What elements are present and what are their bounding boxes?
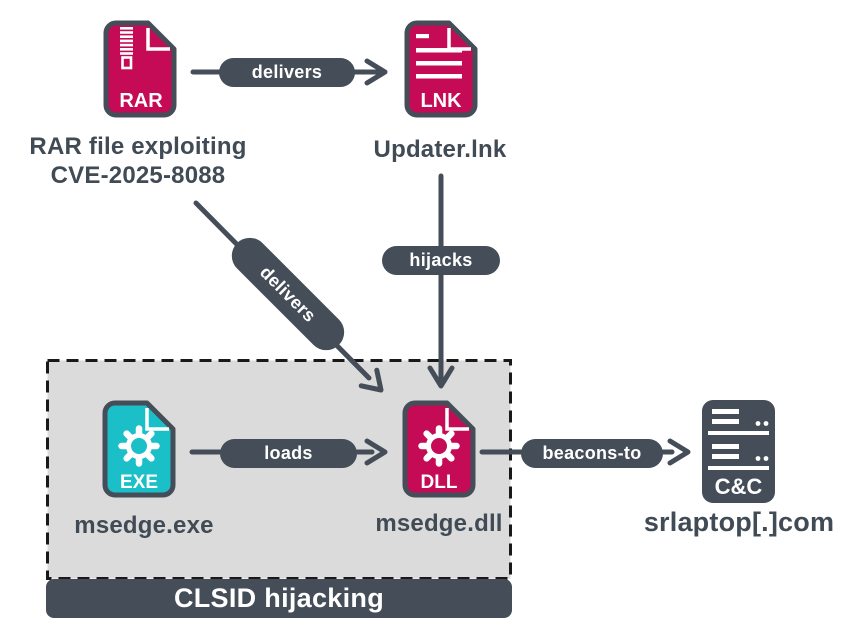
- lnk-badge-text: LNK: [420, 90, 462, 112]
- edge-pill-delivers-top: delivers: [219, 57, 355, 87]
- dll-label: msedge.dll: [375, 510, 503, 537]
- rar-label: RAR file exploiting CVE-2025-8088: [18, 132, 258, 190]
- edge-label: delivers: [256, 261, 321, 326]
- edge-label: delivers: [251, 61, 323, 82]
- file-shape: [404, 20, 478, 118]
- edge-label: hijacks: [409, 249, 473, 270]
- cnc-label: srlaptop[.]com: [643, 507, 835, 537]
- dll-badge-text: DLL: [421, 472, 458, 493]
- exe-file-icon: EXE: [102, 400, 176, 498]
- lnk-file-icon: LNK: [404, 20, 478, 118]
- arrow-lnk-to-dll: [427, 173, 455, 389]
- cnc-server-icon: C&C: [702, 400, 775, 503]
- edge-pill-loads: loads: [220, 438, 357, 468]
- clsid-hijacking-label-bar: CLSID hijacking: [46, 579, 512, 618]
- cnc-badge-text: C&C: [715, 474, 763, 499]
- lnk-label: Updater.lnk: [373, 136, 507, 163]
- edge-pill-delivers-diagonal: delivers: [224, 230, 352, 358]
- rar-file-icon: RAR: [103, 20, 177, 118]
- folded-corner-icon: [146, 28, 170, 51]
- rar-label-line2: CVE-2025-8088: [50, 162, 226, 189]
- document-lines-icon: [416, 34, 462, 79]
- exe-badge-text: EXE: [120, 472, 158, 493]
- exe-label: msedge.exe: [74, 512, 214, 539]
- rar-badge-text: RAR: [119, 90, 163, 112]
- dll-file-icon: DLL: [402, 400, 476, 498]
- zipper-icon: [120, 27, 133, 70]
- edge-label: loads: [264, 442, 313, 463]
- edge-pill-beacons-to: beacons-to: [521, 438, 663, 468]
- clsid-hijacking-label: CLSID hijacking: [173, 583, 385, 613]
- server-vents-icon: [708, 409, 769, 470]
- edge-label: beacons-to: [542, 442, 642, 463]
- rar-label-line1: RAR file exploiting: [29, 133, 247, 160]
- edge-pill-hijacks: hijacks: [382, 245, 500, 275]
